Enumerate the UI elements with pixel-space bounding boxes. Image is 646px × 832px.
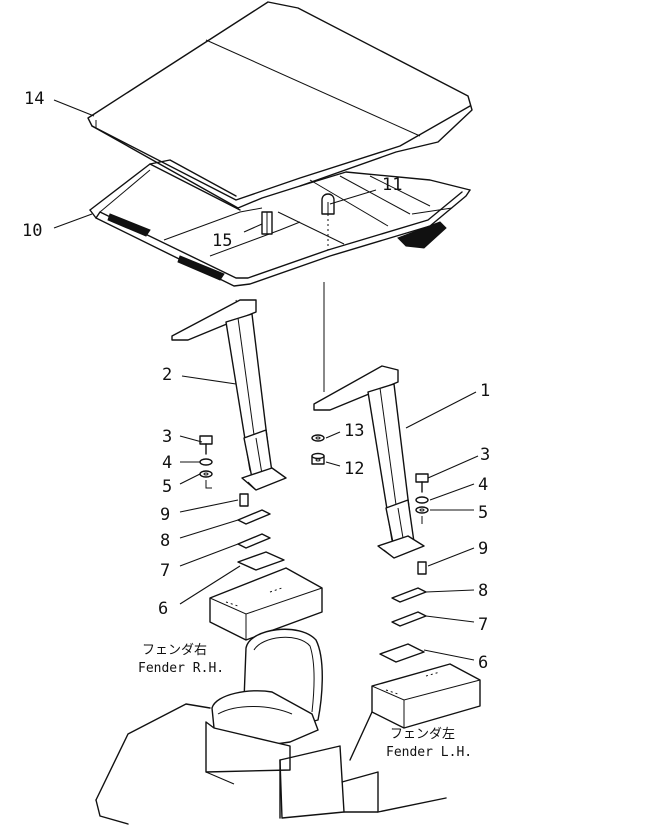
callout-2: 2 — [162, 365, 172, 385]
machine-body-outline — [95, 703, 447, 825]
callout-13: 13 — [344, 421, 364, 441]
hardware-left-side — [379, 473, 429, 663]
callout-6-right: 6 — [158, 599, 168, 619]
callout-3-right: 3 — [162, 427, 172, 447]
callout-5-left: 5 — [478, 503, 488, 523]
fender-lh-label-en: Fender L.H. — [386, 745, 472, 760]
part-10-canopy-frame — [89, 159, 471, 287]
callout-7-left: 7 — [478, 615, 488, 635]
callout-10: 10 — [22, 221, 42, 241]
callout-5-right: 5 — [162, 477, 172, 497]
part-1-left-pillar — [313, 365, 425, 559]
callout-6-left: 6 — [478, 653, 488, 673]
hardware-right-side — [199, 435, 285, 571]
callout-9-right: 9 — [160, 505, 170, 525]
callout-7-right: 7 — [160, 561, 170, 581]
callout-8-left: 8 — [478, 581, 488, 601]
fender-left-hand — [349, 663, 481, 761]
fender-labels: フェンダ右 Fender R.H. フェンダ左 Fender L.H. — [138, 643, 472, 760]
part-14-roof-panel — [87, 1, 473, 209]
callout-numbers: 14 10 15 11 2 1 3 4 5 9 8 7 6 13 12 3 4 … — [22, 89, 490, 673]
operator-seat — [205, 628, 323, 785]
callout-12: 12 — [344, 459, 364, 479]
callout-8-right: 8 — [160, 531, 170, 551]
callout-4-left: 4 — [478, 475, 488, 495]
callout-4-right: 4 — [162, 453, 172, 473]
hardware-center — [311, 434, 325, 465]
part-2-right-pillar — [171, 299, 287, 491]
callout-14: 14 — [24, 89, 44, 109]
callout-15: 15 — [212, 231, 232, 251]
fender-rh-label-en: Fender R.H. — [138, 661, 224, 676]
callout-3-left: 3 — [480, 445, 490, 465]
fender-right-hand — [209, 567, 323, 641]
callout-9-left: 9 — [478, 539, 488, 559]
leader-lines — [53, 99, 479, 661]
callout-1: 1 — [480, 381, 490, 401]
fender-lh-label-jp: フェンダ左 — [390, 727, 455, 742]
callout-11: 11 — [382, 175, 402, 195]
fender-rh-label-jp: フェンダ右 — [142, 643, 207, 658]
